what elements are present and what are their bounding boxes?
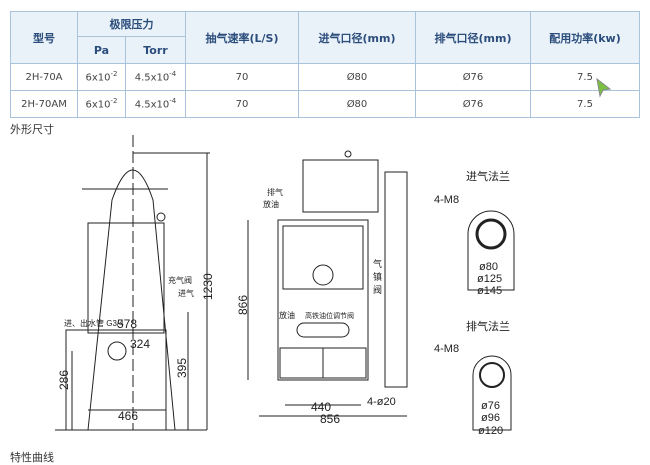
- front-view: 排气 放油 放油 高铁油位调节阀 气 镇 阀 866 440 856 4-ø20: [236, 150, 408, 426]
- curve-caption: 特性曲线: [10, 451, 54, 464]
- cell-speed: 70: [185, 90, 299, 118]
- svg-text:395: 395: [175, 358, 189, 378]
- header-speed: 抽气速率(L/S): [185, 11, 299, 64]
- cell-power: 7.5: [530, 63, 640, 91]
- header-outlet: 排气口径(mm): [415, 11, 531, 64]
- svg-text:放油: 放油: [263, 199, 279, 209]
- table-row: 2H-70A 6x10-2 4.5x10-4 70 Ø80 Ø76 7.5: [10, 63, 640, 91]
- svg-text:排气法兰: 排气法兰: [466, 319, 510, 333]
- svg-text:866: 866: [236, 295, 250, 315]
- svg-text:ø145: ø145: [477, 285, 502, 297]
- inlet-flange: 进气法兰 4-M8 ø80 ø125 ø145: [434, 169, 515, 297]
- svg-text:阀: 阀: [373, 285, 382, 295]
- side-view: 进、出水管 G3/4 充气阀 进气 1230 578 324 395 286 4…: [55, 135, 215, 431]
- header-pa: Pa: [77, 36, 126, 64]
- cell-model: 2H-70AM: [10, 90, 78, 118]
- cell-model: 2H-70A: [10, 63, 78, 91]
- svg-text:进气法兰: 进气法兰: [466, 169, 510, 183]
- cell-torr: 4.5x10-4: [125, 63, 186, 91]
- cell-inlet: Ø80: [298, 63, 416, 91]
- svg-text:324: 324: [130, 337, 150, 351]
- cell-outlet: Ø76: [415, 63, 531, 91]
- dimension-drawing: 进、出水管 G3/4 充气阀 进气 1230 578 324 395 286 4…: [55, 135, 515, 437]
- header-power: 配用功率(kw): [530, 11, 640, 64]
- mouse-cursor-icon: [596, 77, 612, 98]
- svg-text:排气: 排气: [267, 187, 283, 197]
- svg-text:ø125: ø125: [477, 273, 502, 285]
- cell-inlet: Ø80: [298, 90, 416, 118]
- header-limit-pressure: 极限压力: [77, 11, 186, 37]
- svg-text:高铁油位调节阀: 高铁油位调节阀: [305, 311, 354, 320]
- header-inlet: 进气口径(mm): [298, 11, 416, 64]
- svg-text:4-ø20: 4-ø20: [367, 396, 396, 408]
- svg-text:466: 466: [118, 409, 138, 423]
- svg-text:进、出水管 G3/4: 进、出水管 G3/4: [64, 318, 124, 328]
- svg-text:856: 856: [320, 412, 340, 426]
- dimensions-caption: 外形尺寸: [10, 123, 54, 136]
- header-model: 型号: [10, 11, 78, 64]
- svg-text:充气阀: 充气阀: [168, 275, 192, 285]
- svg-text:气: 气: [373, 258, 382, 269]
- svg-text:286: 286: [57, 370, 71, 390]
- svg-text:1230: 1230: [201, 273, 215, 300]
- svg-text:进气: 进气: [178, 288, 194, 298]
- cell-outlet: Ø76: [415, 90, 531, 118]
- svg-text:578: 578: [117, 317, 137, 331]
- outlet-flange: 排气法兰 4-M8 ø76 ø96 ø120: [434, 319, 512, 437]
- table-row: 2H-70AM 6x10-2 4.5x10-4 70 Ø80 Ø76 7.5: [10, 90, 640, 118]
- svg-text:镇: 镇: [373, 271, 382, 282]
- svg-text:放油: 放油: [279, 310, 295, 320]
- svg-text:ø96: ø96: [481, 412, 500, 424]
- cell-torr: 4.5x10-4: [125, 90, 186, 118]
- cell-pa: 6x10-2: [77, 63, 126, 91]
- cell-power: 7.5: [530, 90, 640, 118]
- svg-text:ø120: ø120: [478, 425, 503, 437]
- svg-text:4-M8: 4-M8: [434, 194, 459, 206]
- header-torr: Torr: [125, 36, 186, 64]
- spec-table: 型号 极限压力 抽气速率(L/S) 进气口径(mm) 排气口径(mm) 配用功率…: [10, 11, 640, 118]
- cell-pa: 6x10-2: [77, 90, 126, 118]
- svg-text:440: 440: [311, 400, 331, 414]
- svg-text:ø76: ø76: [481, 400, 500, 412]
- svg-text:ø80: ø80: [479, 261, 498, 273]
- svg-text:4-M8: 4-M8: [434, 343, 459, 355]
- cell-speed: 70: [185, 63, 299, 91]
